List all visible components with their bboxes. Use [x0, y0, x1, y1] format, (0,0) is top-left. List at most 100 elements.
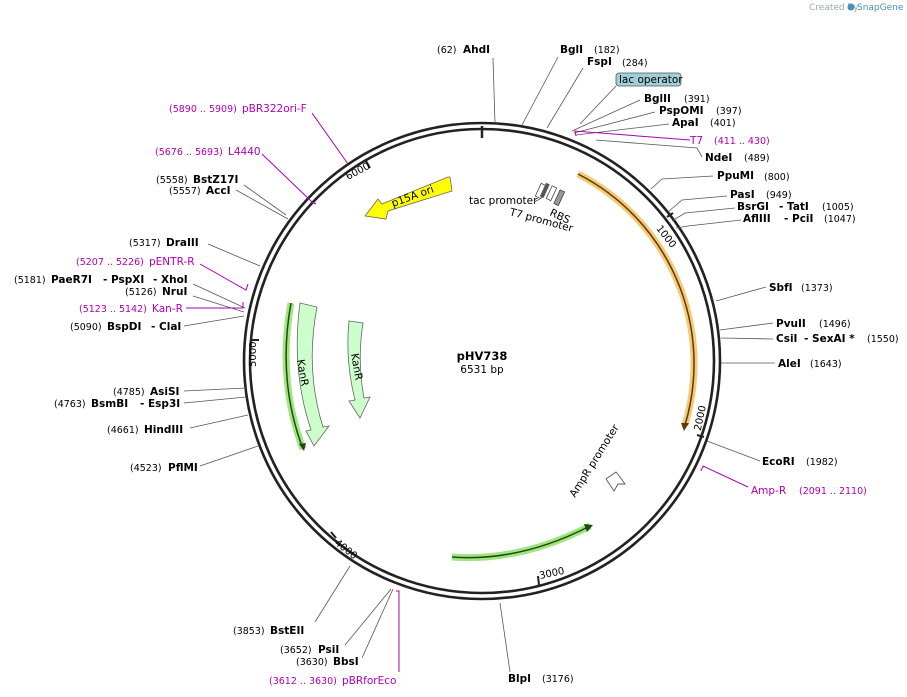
rbs-mark	[553, 189, 566, 206]
esp3i-name: - Esp3I	[140, 398, 180, 410]
primer-leaders	[186, 112, 749, 672]
nrui-name: NruI	[162, 286, 187, 298]
pbr322-pos: (5890 .. 5909)	[169, 104, 237, 115]
promoter-cluster: tac promoter T7 promoter RBS	[469, 182, 575, 235]
acci-pos: (5557)	[169, 186, 201, 197]
pvuii-leader	[719, 322, 774, 331]
tick-label-3000: 3000	[538, 566, 565, 582]
plasmid-title: pHV738 6531 bp	[457, 349, 508, 376]
bsteii-name: BstEII	[270, 625, 304, 637]
csii-leader	[720, 337, 774, 340]
pasi-leader	[667, 195, 728, 213]
sbfi-name: SbfI	[769, 282, 793, 294]
lac-operator-feature: lac operator	[579, 72, 683, 125]
bbsi-pos: (3630)	[296, 657, 328, 668]
ecori-pos: (1982)	[806, 457, 838, 468]
kanr-features: KanR KanR	[294, 302, 371, 447]
bsrgi-pos: (1005)	[822, 202, 854, 213]
bglii-name: BglII	[644, 93, 671, 105]
paer7i-name: PaeR7I	[51, 274, 92, 286]
sexai-name: - SexAI *	[804, 333, 855, 345]
snapgene-logo-icon	[847, 3, 855, 11]
hindiii-pos: (4661)	[107, 425, 139, 436]
psii-pos: (3652)	[280, 645, 312, 656]
sites-right: BglII (391) PspOMI (397) ApaI (401) NdeI…	[644, 93, 899, 468]
ecori-name: EcoRI	[762, 456, 795, 468]
hindiii-name: HindIII	[144, 424, 183, 436]
pflmi-name: PflMI	[168, 462, 198, 474]
bgli-pos: (182)	[594, 45, 620, 56]
acci-name: AccI	[206, 185, 230, 197]
xhoi-name: - XhoI	[153, 274, 188, 286]
drai-name: DraIII	[166, 237, 199, 249]
snapgene-watermark: Created by SnapGene	[809, 3, 904, 13]
primer-labels: (5890 .. 5909) pBR322ori-F (5676 .. 5693…	[76, 103, 867, 687]
l4440-mark	[311, 201, 317, 205]
t7-primer-name: T7	[689, 135, 703, 147]
ampr-promoter-arrow	[605, 471, 626, 492]
orf-orange-glow	[576, 170, 698, 427]
bsrgi-leader	[671, 207, 736, 222]
plasmid-name: pHV738	[457, 349, 508, 363]
ampr-primer-pos: (2091 .. 2110)	[799, 486, 867, 497]
orf-green-bottom-arrowhead	[584, 524, 593, 532]
orf-green-bottom-line	[451, 525, 591, 559]
ppumi-name: PpuMI	[717, 170, 754, 182]
nrui-pos: (5126)	[125, 287, 157, 298]
t7-primer-pos: (411 .. 430)	[714, 136, 770, 147]
tick-mark-4000	[330, 531, 337, 539]
orf-orange-arrowhead	[681, 423, 689, 431]
orf-green-left-line	[285, 302, 304, 450]
pasi-name: PasI	[730, 189, 755, 201]
bspdi-leader	[183, 315, 245, 327]
blpi-name: BlpI	[508, 673, 531, 685]
kanr-primer-name: Kan-R	[152, 303, 183, 315]
psii-leader	[344, 588, 392, 646]
pspomi-pos: (397)	[716, 106, 742, 117]
ahdi-name: AhdI	[463, 44, 490, 56]
pasi-pos: (949)	[766, 190, 792, 201]
csii-pos: (1550)	[867, 334, 899, 345]
ampr-primer-leader	[700, 465, 749, 488]
ppumi-leader	[650, 175, 714, 190]
blpi-pos: (3176)	[542, 674, 574, 685]
fspi-pos: (284)	[622, 58, 648, 69]
ampr-primer-name: Amp-R	[751, 485, 786, 497]
pentr-pos: (5207 .. 5226)	[76, 257, 144, 268]
pentr-leader	[199, 263, 249, 291]
tac-promoter-label: tac promoter	[469, 195, 538, 207]
kanr-primer-leader	[186, 302, 244, 309]
sites-bottom: BlpI (3176) (3630) BbsI (3652) PsiI (385…	[233, 625, 574, 685]
tick-mark-6000	[365, 160, 371, 169]
bglii-pos: (391)	[684, 94, 710, 105]
bsrgi-name: BsrGI	[737, 201, 769, 213]
sbfi-leader	[715, 286, 767, 302]
orf-orange-line	[577, 173, 695, 426]
site-leaders	[183, 56, 775, 673]
drai-pos: (5317)	[129, 238, 161, 249]
l4440-leader	[261, 153, 313, 203]
bbsi-leader	[361, 588, 394, 659]
alei-pos: (1643)	[810, 359, 842, 370]
tac-promoter-leader	[533, 198, 541, 203]
asisi-leader	[183, 387, 247, 392]
bspdi-name: BspDI	[107, 321, 141, 333]
alei-name: AleI	[778, 358, 801, 370]
pflmi-pos: (4523)	[130, 463, 162, 474]
orf-arrows	[282, 170, 698, 562]
lac-operator-label: lac operator	[619, 74, 683, 86]
asisi-pos: (4785)	[113, 387, 145, 398]
pvuii-name: PvuII	[776, 318, 806, 330]
apai-pos: (401)	[710, 118, 736, 129]
pvuii-pos: (1496)	[819, 319, 851, 330]
ndei-pos: (489)	[744, 153, 770, 164]
afliii-pos: (1047)	[824, 214, 856, 225]
fspi-leader	[546, 67, 584, 129]
tick-mark-1000	[666, 212, 674, 218]
ahdi-leader	[492, 57, 496, 124]
drai-leader	[207, 243, 261, 267]
watermark-brand: SnapGene	[857, 3, 904, 13]
orf-green-bottom-glow	[451, 522, 592, 562]
asisi-name: AsiSI	[150, 386, 179, 398]
